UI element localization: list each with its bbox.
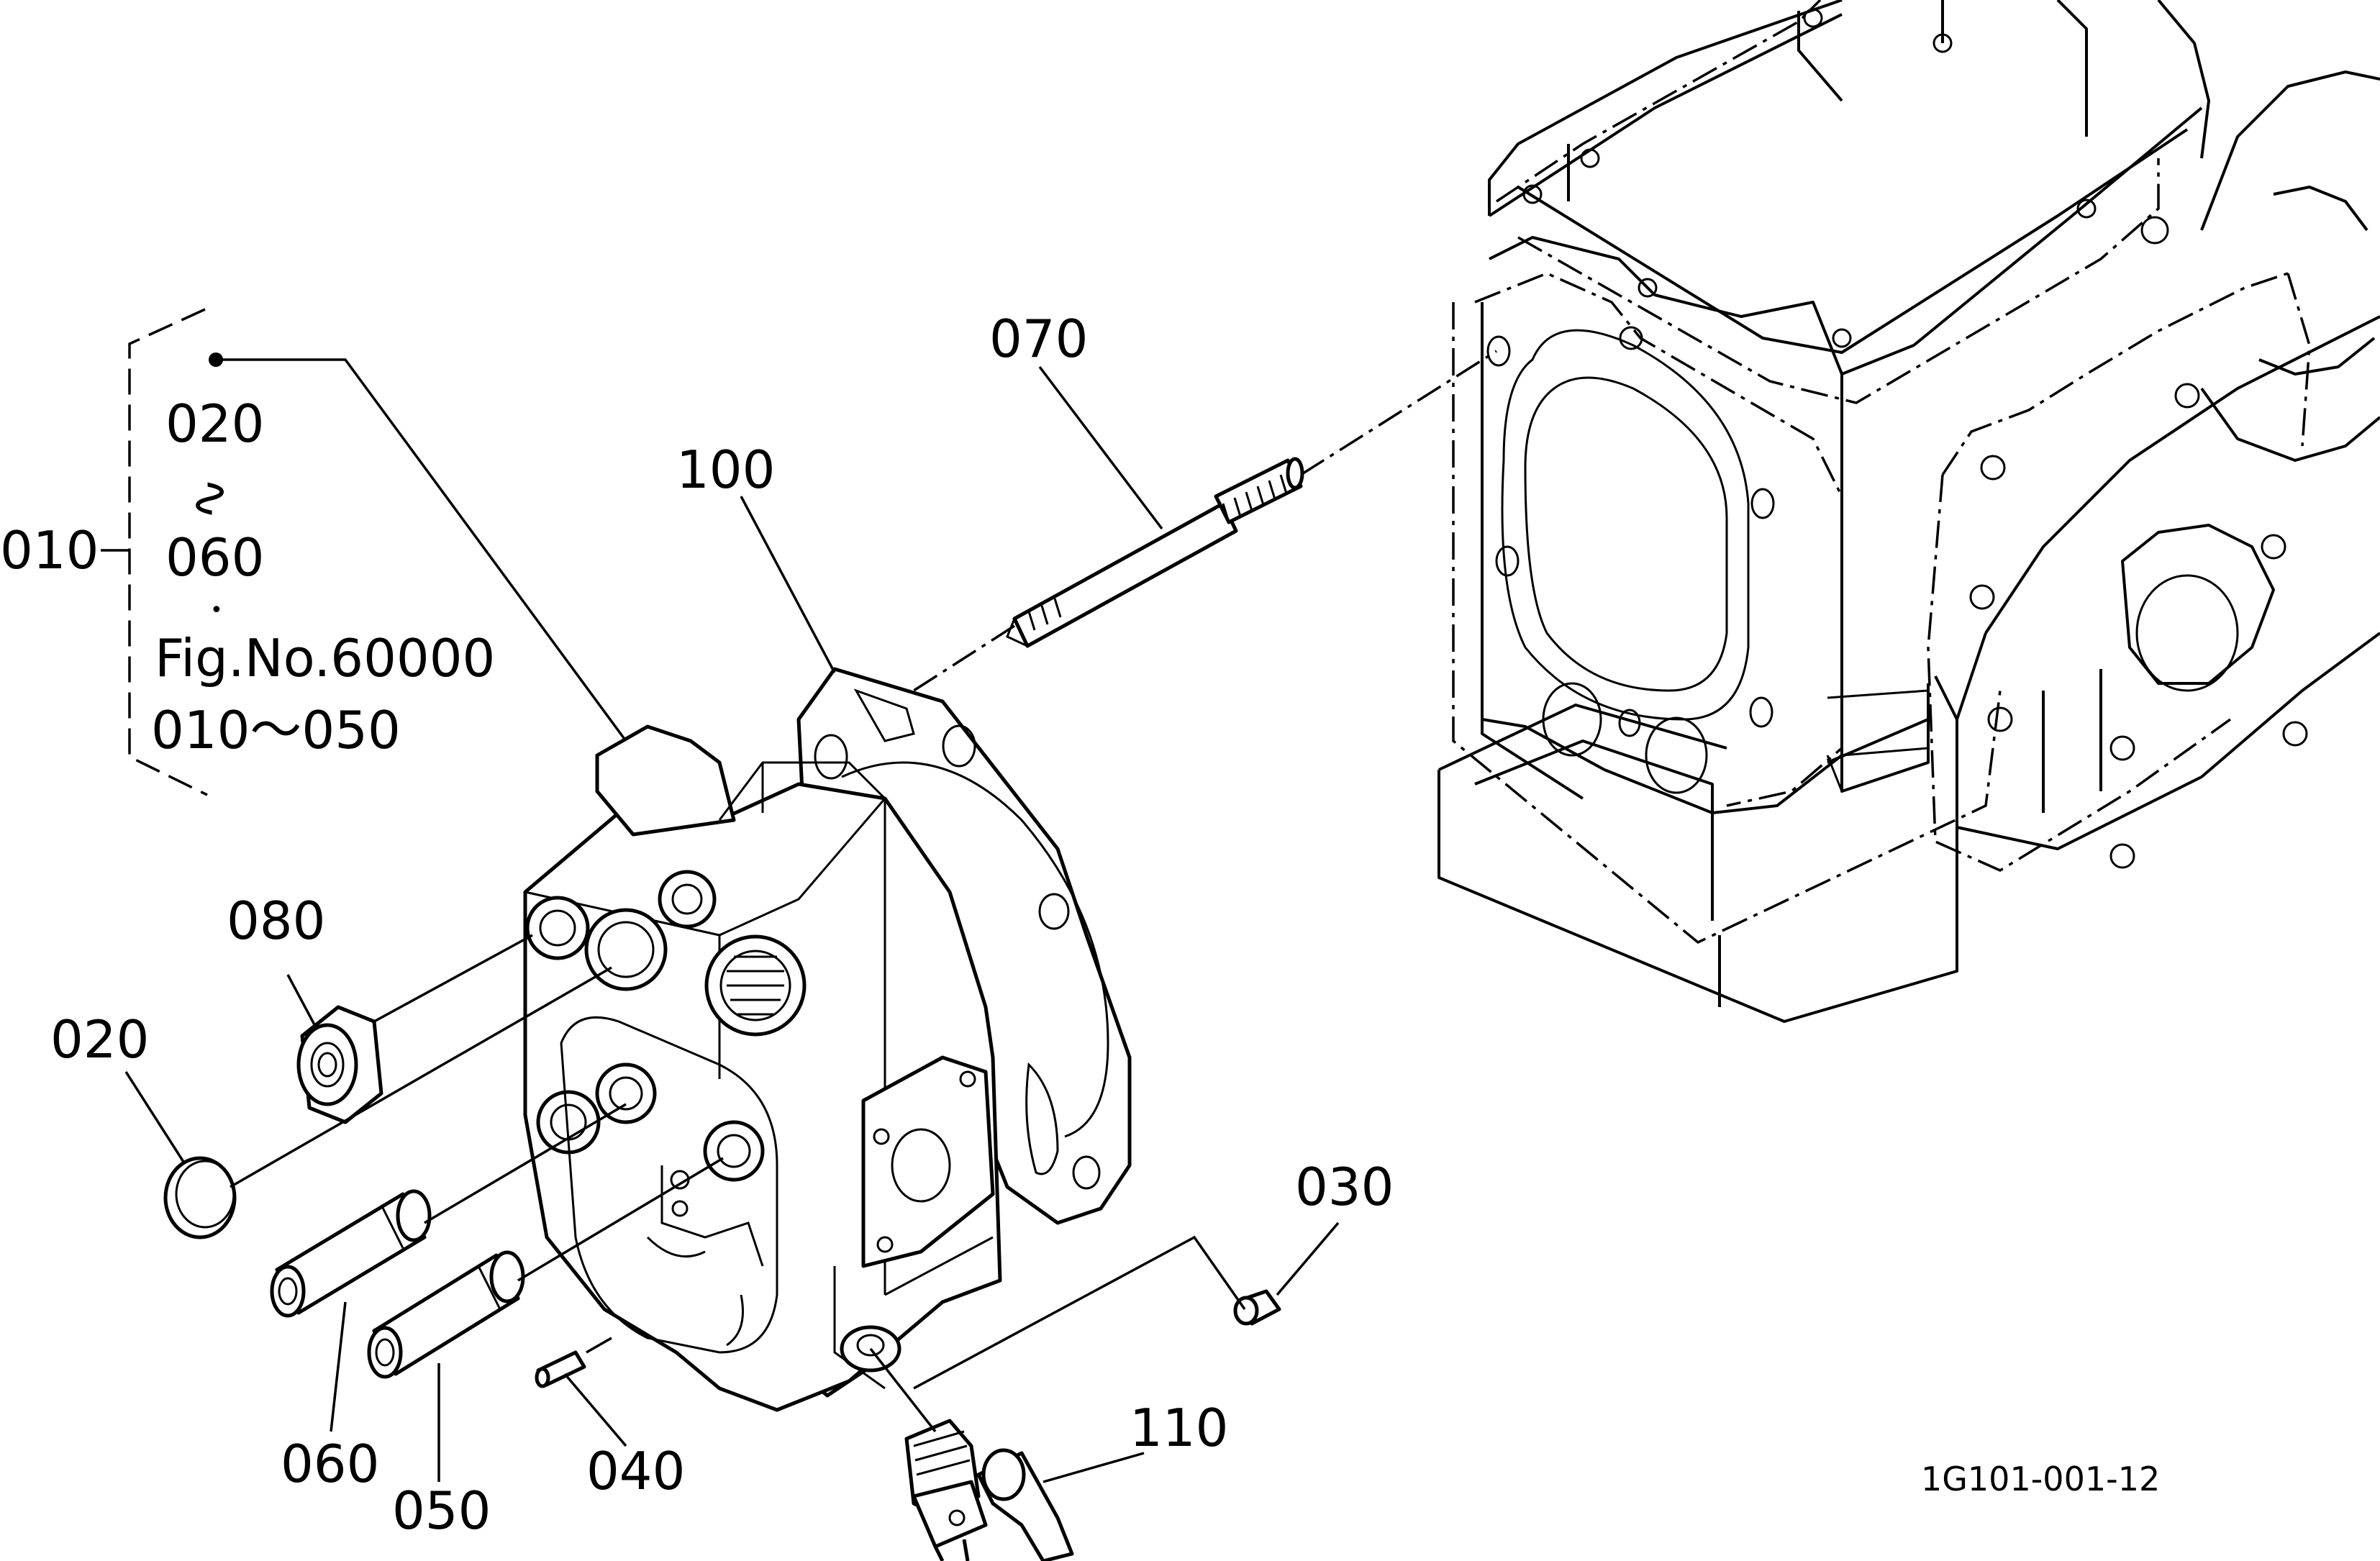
set-screw (1233, 1289, 1281, 1326)
dot-mark: • (210, 598, 223, 623)
label-040: 040 (586, 1441, 685, 1501)
cylinder-head (523, 667, 1132, 1412)
label-060-list: 060 (165, 527, 264, 588)
label-100: 100 (676, 440, 775, 500)
drawing-id: 1G101-001-12 (1921, 1460, 2160, 1498)
label-030: 030 (1295, 1157, 1394, 1217)
drain-cock (904, 1419, 1074, 1561)
range-mark: ∿ (181, 477, 242, 520)
gasket-outline-lines (1452, 0, 2311, 945)
valve-guide-1 (270, 1189, 432, 1318)
block-bolt-holes (1486, 8, 2308, 869)
label-070: 070 (989, 309, 1088, 369)
label-080: 080 (227, 891, 325, 951)
stud-bolt (1006, 457, 1304, 648)
crankcase (1437, 0, 2380, 1023)
figure-range: 010～050 (151, 700, 401, 760)
label-110: 110 (1130, 1398, 1228, 1458)
figure-reference: Fig.No.60000 (155, 628, 495, 688)
label-010: 010 (0, 520, 99, 581)
valve-guide-2 (367, 1250, 525, 1379)
nut (296, 1005, 383, 1124)
leader-lines (101, 308, 1497, 1483)
label-020-list: 020 (165, 393, 264, 454)
label-050: 050 (392, 1480, 491, 1541)
callout-labels: 010 020 ∿ 060 • Fig.No.60000 010～050 100… (0, 309, 2160, 1541)
plug (163, 1156, 237, 1239)
pin (535, 1350, 586, 1388)
label-020: 020 (50, 1009, 149, 1070)
label-060: 060 (281, 1434, 379, 1494)
